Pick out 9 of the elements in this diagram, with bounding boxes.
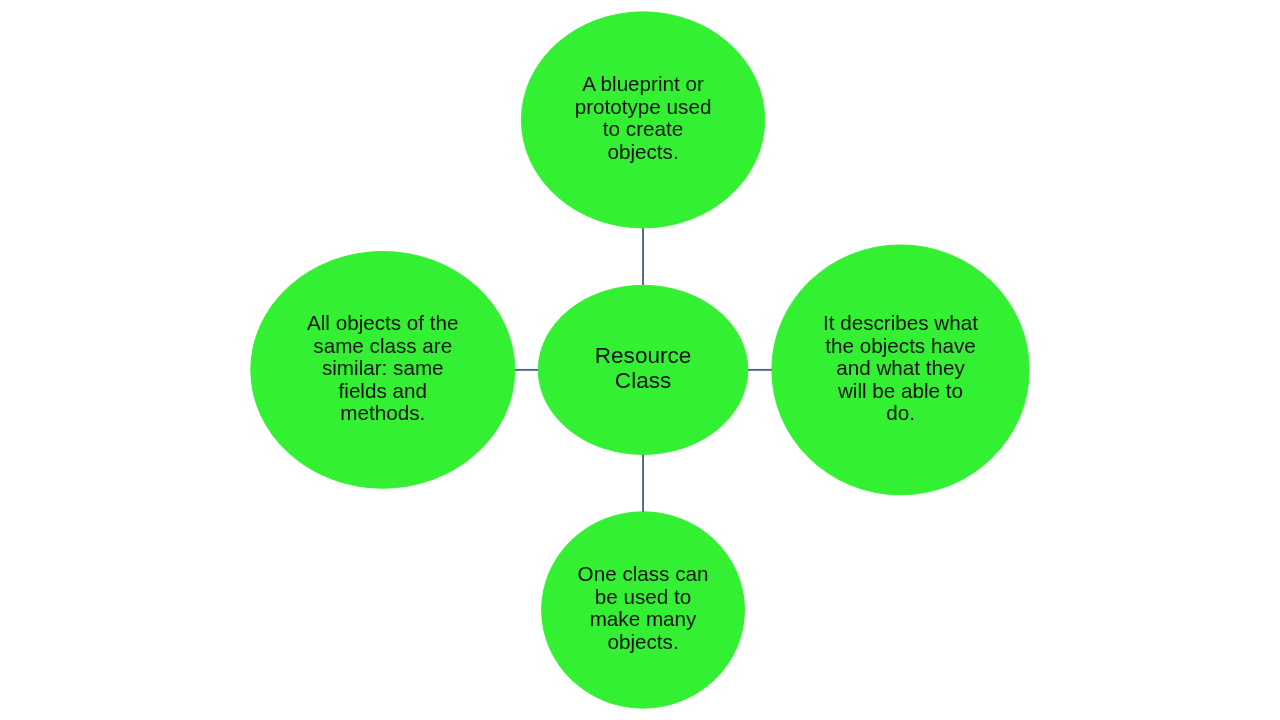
node-ellipse: A blueprint or prototype used to create objects. [520,11,766,229]
connector [642,227,644,286]
connector [642,453,644,513]
connector [514,368,540,371]
node-circle: It describes what the objects have and what they will be able to do. [771,244,1030,496]
connector [746,368,773,371]
node-ellipse: All objects of the same class are similar: same fields and methods. [250,251,516,489]
node-circle: One class can be used to make many objects. [541,511,745,709]
node-ellipse: Resource Class [537,284,749,455]
